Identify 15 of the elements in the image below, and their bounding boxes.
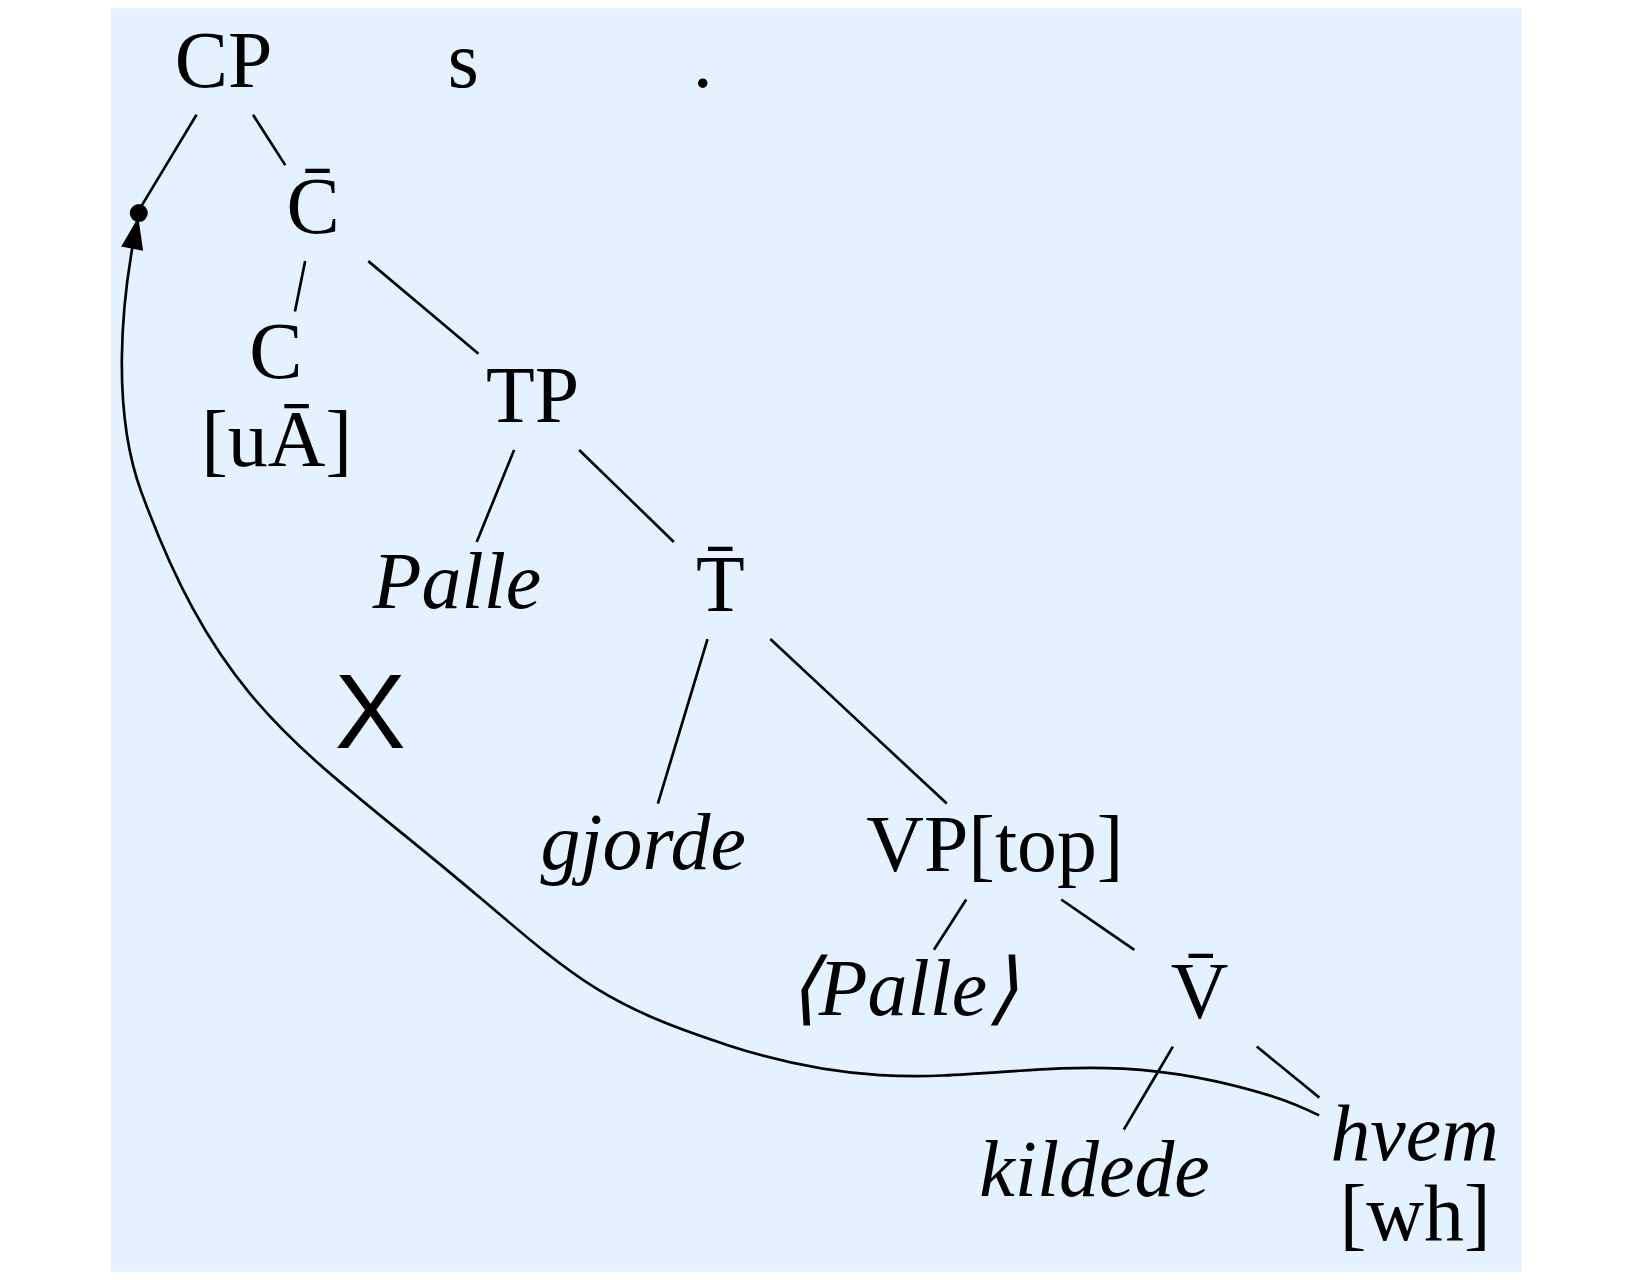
node-text: VP[top] [866,800,1124,889]
node-text: Palle [372,537,542,626]
node-text: T̄ [696,539,745,628]
node-text: hvem [wh] [1330,1089,1499,1257]
node-text: kildede [979,1124,1210,1213]
node-text: V̄ [1170,946,1229,1035]
node-text: ⟨Palle⟩ [787,944,1019,1033]
node-text: C̄ [286,162,340,251]
node-text: CP [174,15,273,104]
node-text: gjorde [540,797,746,886]
label: . [692,15,713,104]
label: s [447,15,479,104]
edge-label: X [334,651,406,771]
node-text: C [uĀ] [201,306,352,483]
node-text: TP [485,350,580,439]
